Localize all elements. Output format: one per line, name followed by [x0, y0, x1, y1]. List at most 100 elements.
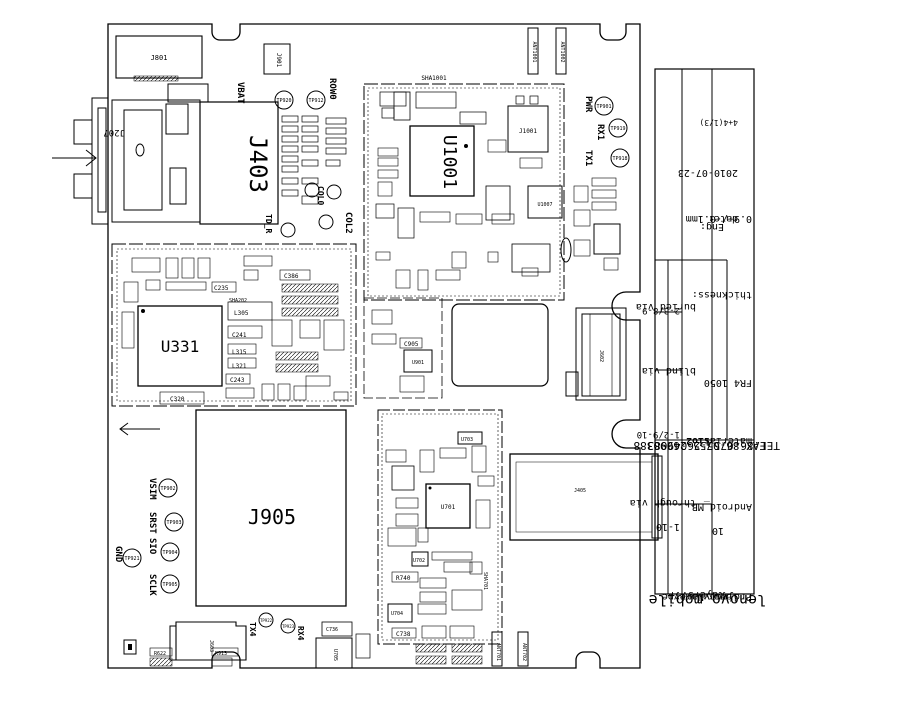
signal-tx1: TX1: [583, 150, 593, 166]
u701-chip: U701: [425, 483, 471, 529]
svg-text:TP923: TP923: [282, 624, 295, 629]
u1001-label: U1001: [439, 135, 460, 189]
ant1002-label: ANT1002: [559, 41, 565, 62]
ant701-label: ANT701: [495, 643, 501, 661]
shield-sha202-label: SHA202: [229, 298, 247, 304]
title-sio2: sio2: [686, 435, 710, 447]
j403-connector: J403: [199, 101, 279, 225]
crystal-oval: [560, 237, 572, 263]
signal-pwr: PWR: [583, 96, 593, 113]
title-material: FR4 1050: [704, 377, 752, 388]
sha701-passives: [385, 445, 495, 639]
title-eng-label: Eng:: [700, 221, 724, 232]
svg-text:TP921: TP921: [124, 556, 139, 562]
title-project-name: Android_MB: [692, 501, 752, 512]
title-date-label: date:: [708, 213, 738, 224]
c386-label: C386: [284, 273, 299, 280]
signal-row0: ROW0: [327, 78, 337, 100]
j405-label: J405: [574, 488, 586, 494]
u331-label: U331: [161, 337, 200, 356]
c243-label: C243: [230, 377, 245, 384]
middle-shield-outline: [363, 297, 443, 399]
title-through-via: through via: [630, 497, 696, 508]
u705-label: U705: [332, 649, 338, 661]
signal-rx1: RX1: [595, 124, 605, 140]
title-layers: 10: [712, 525, 724, 536]
title-layer-label: layer:: [702, 591, 738, 602]
title-tel: TEL:86-0755-26049083: [648, 439, 780, 452]
c235-label: C235: [214, 285, 229, 292]
svg-text:J603: J603: [208, 640, 214, 652]
c905-label: C905: [404, 341, 419, 348]
side-connector: J207: [52, 97, 201, 225]
bottom-test-points: TP922 TP923: [258, 612, 296, 634]
signal-col2: COL2: [343, 212, 353, 234]
svg-text:TP919: TP919: [610, 126, 625, 132]
title-layer: 4+4(1/3): [699, 118, 738, 127]
test-point-tp918: TP918: [610, 148, 630, 168]
title-block: [654, 68, 755, 595]
svg-text:TP902: TP902: [160, 486, 175, 492]
signal-tx4: TX4: [248, 622, 257, 637]
test-point-col0: [280, 182, 342, 238]
direction-arrow: [119, 422, 160, 436]
l321-label: L321: [232, 363, 247, 370]
j405-connector: J405: [509, 453, 663, 541]
u1001-chip: U1001: [409, 125, 475, 197]
ant1001-label: ANT1001: [531, 41, 537, 62]
title-layers-label: layers:: [682, 589, 724, 600]
svg-text:TP918: TP918: [612, 156, 627, 162]
u704-chip: U704: [387, 603, 413, 623]
u702-chip: U702: [411, 551, 429, 567]
r740-label: R740: [396, 575, 411, 582]
sim-test-points: TP902 TP903 TP904 TP921 TP905: [122, 478, 184, 594]
u703-chip: U703: [457, 431, 483, 445]
rf-area-passives: [375, 91, 551, 291]
signal-sclk: SCLK: [147, 574, 157, 596]
j403-label: J403: [244, 135, 272, 193]
svg-text:TP903: TP903: [166, 520, 181, 526]
shield-sha1001-label: SHA1001: [421, 75, 447, 82]
c736-label: C736: [326, 627, 338, 633]
svg-text:TP920: TP920: [276, 98, 291, 104]
test-point-tp901: TP901: [594, 96, 614, 116]
u1007-chip: U1007: [527, 185, 563, 219]
signal-srst: SRST: [147, 512, 157, 534]
signal-col0: COL0: [316, 186, 325, 205]
svg-text:J207: J207: [103, 127, 125, 137]
bottom-left-connector: J603: [123, 621, 247, 667]
signal-td-r: TD_R: [264, 214, 273, 233]
r913-label: R913: [215, 651, 227, 657]
j905-label: J905: [248, 505, 296, 529]
l315-label: L315: [232, 349, 247, 356]
sha202-passives: [121, 255, 349, 405]
title-project-label: Project Name:: [674, 591, 752, 602]
test-point-tp919: TP919: [608, 118, 628, 138]
title-through-via-layers: 1-10: [656, 521, 680, 532]
j602-connector: J602: [565, 307, 627, 401]
title-via-label: via type: [662, 591, 710, 602]
u701-label: U701: [441, 504, 456, 511]
svg-text:TP922: TP922: [260, 618, 273, 623]
shield-sha701-label: SHA701: [482, 572, 488, 590]
title-company: lenovo mobile: [649, 591, 766, 609]
right-passive-cluster: [573, 177, 621, 271]
test-point-tp920: TP920: [274, 90, 294, 110]
j1001-connector: J1001: [507, 95, 549, 169]
c736-part: C736: [321, 621, 353, 637]
signal-vbat: VBAT: [235, 82, 245, 104]
passive-column: [281, 115, 347, 205]
j602-label: J602: [598, 350, 604, 362]
l305-label: L305: [234, 310, 249, 317]
title-buried-via-layers: 2-3/8-9: [642, 305, 680, 315]
r622-label: R622: [154, 651, 166, 657]
shield-sha701: SHA701: [377, 409, 503, 645]
u704-label: U704: [391, 611, 403, 617]
test-point-tp912: TP912: [306, 90, 326, 110]
signal-gnd: GND: [113, 546, 123, 563]
j801-connector: J801: [115, 35, 209, 103]
u1007-label: U1007: [537, 202, 552, 208]
j905-pad: J905: [195, 409, 347, 607]
title-block-text: lenovo mobile TEL:86-0755-26049083 FAX:8…: [630, 118, 780, 609]
title-date: 2010-07-23: [678, 167, 738, 178]
